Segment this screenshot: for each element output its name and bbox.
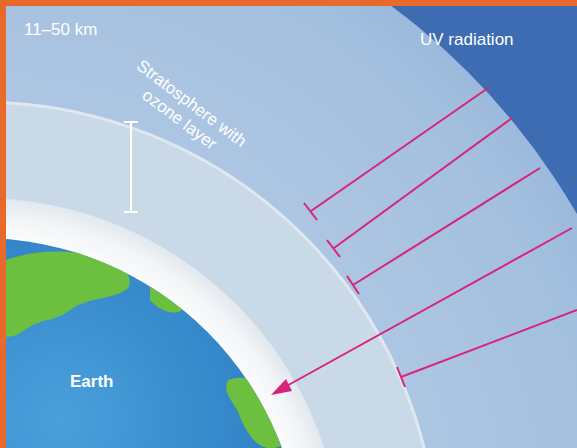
earth-label: Earth xyxy=(70,372,113,392)
stratosphere-band xyxy=(6,102,438,448)
altitude-label: 11–50 km xyxy=(24,20,97,40)
outer-atmosphere xyxy=(6,6,577,448)
radiation-label: UV radiation xyxy=(420,30,514,50)
earth-globe xyxy=(6,238,302,448)
continents xyxy=(6,252,294,448)
uv-arrowhead xyxy=(271,379,292,395)
troposphere-glow xyxy=(6,198,342,448)
altitude-bracket xyxy=(124,122,138,212)
uv-arrows xyxy=(283,88,577,388)
stratosphere-edge xyxy=(6,102,438,448)
